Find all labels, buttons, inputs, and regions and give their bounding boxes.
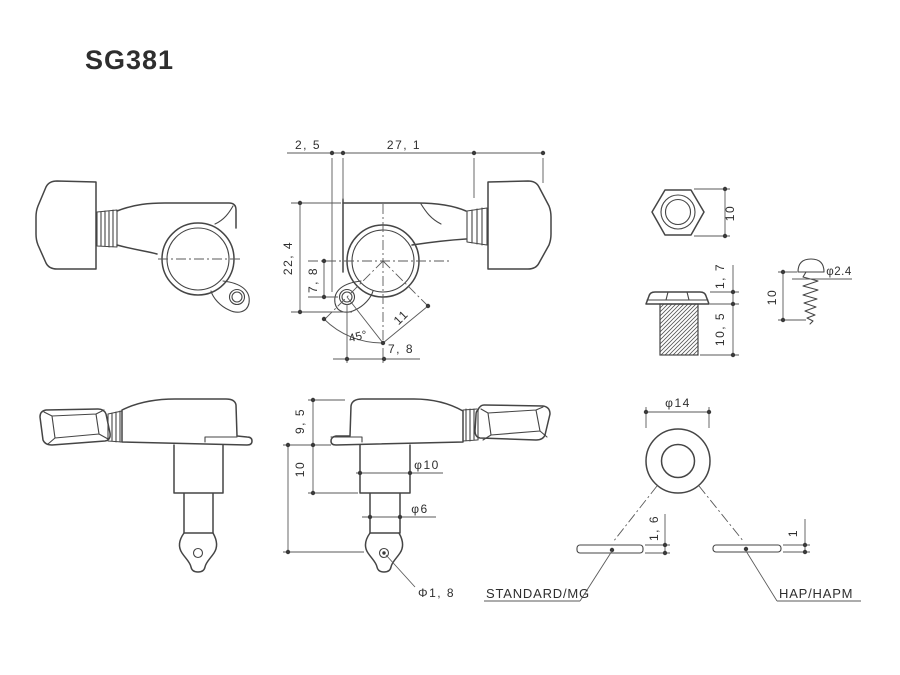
washer-standard: 1, 6 STANDARD/MG	[484, 514, 670, 602]
string-post	[359, 444, 411, 534]
page-title: SG381	[85, 45, 174, 75]
diagonal-45-left	[323, 260, 384, 321]
mount-tab	[334, 280, 374, 313]
washer-outer-circle	[645, 428, 711, 494]
dim-label-length: 27, 1	[387, 138, 421, 152]
screw-hole-inner	[341, 291, 353, 303]
screw-hole-inner	[231, 291, 243, 303]
diagonal-45-right	[382, 260, 429, 307]
tuning-knob-outline	[487, 180, 552, 270]
paddle-facets	[480, 406, 548, 441]
diagonal-dim-line	[382, 305, 429, 344]
standard-label-leader	[484, 550, 613, 602]
dim-label-diagonal: 11	[391, 307, 412, 328]
bushing-dim-lines	[700, 265, 739, 356]
shaft-collar	[466, 207, 488, 246]
dim-label-nut-size: 10	[723, 205, 737, 221]
dimension-dots	[297, 150, 546, 362]
mounting-screw: φ2.4 10	[765, 258, 852, 325]
dim-label-washer-diameter: φ14	[665, 396, 691, 410]
dim-label-screw-length: 10	[765, 289, 779, 305]
dim-label-hap-thickness: 1	[786, 529, 800, 537]
washer-dia-dim	[645, 407, 710, 428]
dim-label-hole-horizontal: 7, 8	[388, 342, 414, 356]
screw-thread	[802, 271, 819, 325]
nut-bore-outer	[660, 194, 696, 230]
side-view-knob-left	[39, 398, 253, 573]
dim-label-post-diameter: φ10	[414, 458, 440, 472]
post-tip	[364, 532, 404, 573]
shaft-collar	[107, 410, 123, 443]
washer-inner-circle	[660, 443, 696, 479]
cap-body	[121, 398, 253, 446]
label-hap-hapm: HAP/HAPM	[779, 586, 853, 601]
screw-head	[797, 258, 825, 273]
label-standard-mg: STANDARD/MG	[486, 586, 590, 601]
string-hole-center-dot	[382, 551, 386, 555]
bushing-head-facets	[646, 291, 709, 301]
angle-arc	[323, 318, 384, 344]
leader-standard	[612, 485, 658, 543]
side-view-knob-right: 9, 5 10 φ10 φ6 Φ1, 8	[283, 397, 551, 600]
body-bottom-edge	[116, 244, 158, 255]
front-view-knob-right: 2, 5 27, 1 22, 4 7, 8 45° 11 7, 8	[281, 138, 552, 363]
shaft-collar	[96, 209, 118, 248]
dim-label-shaft-diameter: φ6	[411, 502, 428, 516]
extension-line	[346, 296, 384, 344]
string-post	[173, 444, 224, 534]
dim-label-screw-diameter: φ2.4	[826, 266, 852, 278]
dim-label-thread-length: 10, 5	[713, 312, 727, 346]
body-detail-curve	[420, 203, 442, 225]
hap-label-leader	[745, 550, 861, 602]
paddle-facets	[43, 409, 109, 445]
screw-hole-outer	[228, 288, 246, 306]
dim-label-head-height: 1, 7	[713, 263, 727, 289]
dim-label-hole-vertical: 7, 8	[306, 267, 320, 293]
hex-nut-outline	[651, 189, 705, 236]
standard-washer-outline	[576, 544, 644, 554]
bushing: 1, 7 10, 5	[645, 263, 739, 358]
leader-hap	[698, 485, 745, 543]
dim-label-angle: 45°	[348, 329, 369, 345]
paddle-knob-outline	[39, 408, 111, 446]
dim-label-height: 22, 4	[281, 241, 295, 275]
bushing-head	[645, 291, 710, 305]
dimension-dots	[285, 397, 413, 555]
cap-body	[330, 398, 464, 446]
front-view-knob-left	[35, 180, 250, 313]
flange-step	[204, 436, 238, 443]
gear-housing-body	[116, 202, 237, 229]
shaft-collar	[462, 408, 479, 442]
dim-label-standard-thickness: 1, 6	[647, 515, 661, 541]
dim-label-post-height: 10	[293, 461, 307, 477]
body-bottom-edge	[411, 238, 467, 246]
paddle-knob-outline	[474, 404, 551, 441]
dim-label-offset: 2, 5	[295, 138, 321, 152]
mount-tab	[210, 280, 250, 313]
tuning-knob-outline	[35, 180, 97, 270]
washer-hap: 1 HAP/HAPM	[712, 519, 861, 602]
washer-figure: φ14 1, 6 STANDARD/MG 1 HAP/HAPM	[484, 396, 861, 602]
hex-nut: 10	[651, 186, 737, 239]
string-hole	[192, 547, 204, 559]
dim-label-cap-height: 9, 5	[293, 408, 307, 434]
body-detail-curve	[214, 205, 234, 225]
body-top-edge	[342, 202, 467, 212]
string-hole	[378, 547, 390, 559]
dim-label-string-hole: Φ1, 8	[418, 586, 455, 600]
post-tip	[178, 532, 218, 573]
string-hole-leader	[385, 554, 416, 588]
flange-step	[330, 436, 363, 443]
bushing-thread	[659, 303, 699, 356]
top-extension-lines	[331, 158, 544, 292]
outer-dim-chain	[283, 445, 364, 553]
nut-bore-inner	[664, 198, 692, 226]
